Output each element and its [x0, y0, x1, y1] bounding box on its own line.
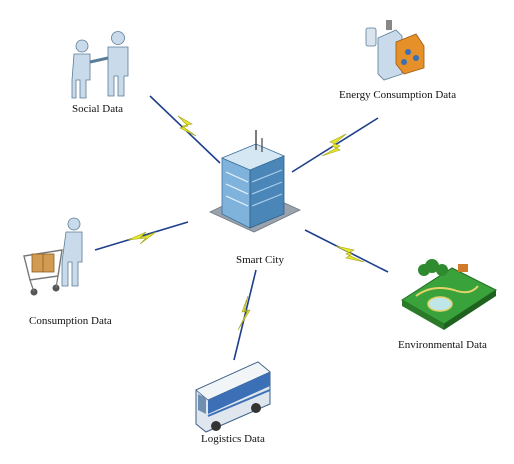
connector-logistics: [233, 269, 257, 361]
node-label-environmental: Environmental Data: [398, 339, 487, 351]
building-icon: [209, 130, 301, 233]
shopping-cart-icon: [23, 217, 83, 296]
node-label-logistics: Logistics Data: [201, 433, 265, 445]
park-map-icon: [401, 259, 498, 330]
connector-consumption: [94, 221, 189, 251]
node-label-consumption: Consumption Data: [29, 315, 112, 327]
handshake-icon: [71, 31, 129, 99]
connector-social: [149, 95, 221, 164]
node-label-social: Social Data: [72, 103, 124, 115]
power-meter-icon: [365, 20, 425, 81]
bus-icon: [195, 361, 271, 433]
connector-energy: [291, 117, 379, 173]
node-label-energy: Energy Consumption Data: [339, 89, 457, 101]
center-label: Smart City: [236, 254, 284, 266]
connector-environmental: [304, 229, 389, 273]
